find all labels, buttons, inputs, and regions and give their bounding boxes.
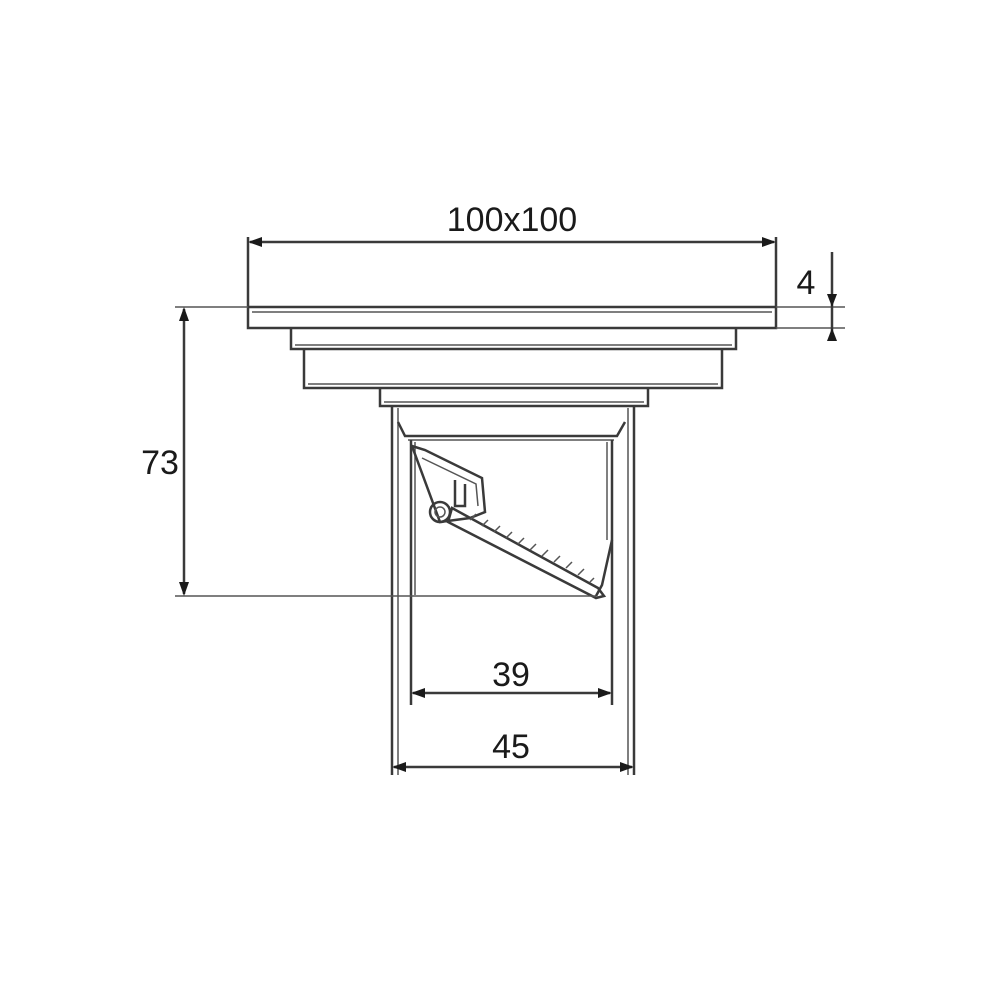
dim-thickness-arrow-top [827,294,837,307]
dim-thickness-label: 4 [797,264,816,302]
dim-outer-width-arrow-right [620,762,634,772]
top-flange-plate [246,237,778,330]
flap-seal-edge [594,539,614,597]
step-2 [289,328,738,351]
dim-outer-width-label: 45 [492,728,530,766]
flap-valve [409,444,614,600]
dim-inner-width-arrow-left [411,688,425,698]
dimension-inner-width: 39 [411,656,612,698]
dim-height-arrow-bottom [179,582,189,596]
dimension-flange-thickness: 4 [776,252,845,341]
flap-arm-texture [469,513,595,583]
drain-body [246,237,778,775]
dimension-height: 73 [141,306,596,597]
dim-inner-width-label: 39 [492,656,530,694]
dimension-width-top: 100x100 [248,201,776,247]
dim-width-top-label: 100x100 [447,201,577,239]
step-4 [378,388,650,408]
hinge-bracket-inner [421,457,479,507]
dim-height-arrow-top [179,307,189,321]
dim-height-label: 73 [141,444,179,482]
pivot-pin-inner [434,506,446,518]
dim-inner-width-arrow-right [598,688,612,698]
dimension-outer-width: 45 [392,728,634,772]
step-3 [302,349,724,390]
flap-arm [446,506,607,600]
hinge-bracket [409,444,487,524]
dim-width-top-arrow-left [248,237,262,247]
hinge-slot [453,480,467,508]
inner-rim [396,421,627,438]
dim-thickness-arrow-bottom [827,328,837,341]
dim-width-top-arrow-right [762,237,776,247]
dim-outer-width-arrow-left [392,762,406,772]
